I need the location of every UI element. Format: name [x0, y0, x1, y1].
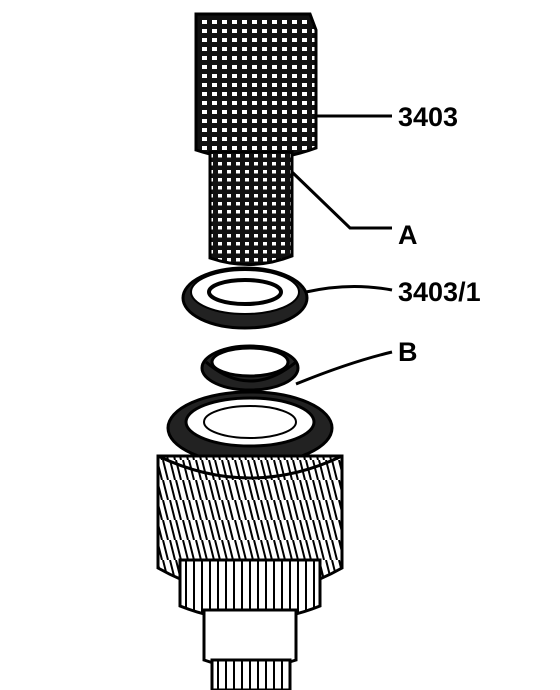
gear-assembly	[156, 390, 344, 690]
leader-lines	[290, 114, 393, 386]
tool-3403-shaft	[208, 150, 294, 266]
callout-b: B	[398, 337, 418, 367]
leader-b	[295, 350, 393, 386]
callout-3403: 3403	[398, 102, 458, 132]
bearing-race-b	[200, 344, 300, 392]
leader-3403-1	[305, 284, 393, 294]
callout-a: A	[398, 220, 418, 250]
tool-3403-1-ring	[181, 266, 309, 330]
callout-3403-1: 3403/1	[398, 277, 481, 307]
leader-a	[290, 170, 392, 230]
tool-3403-handle	[194, 12, 318, 161]
